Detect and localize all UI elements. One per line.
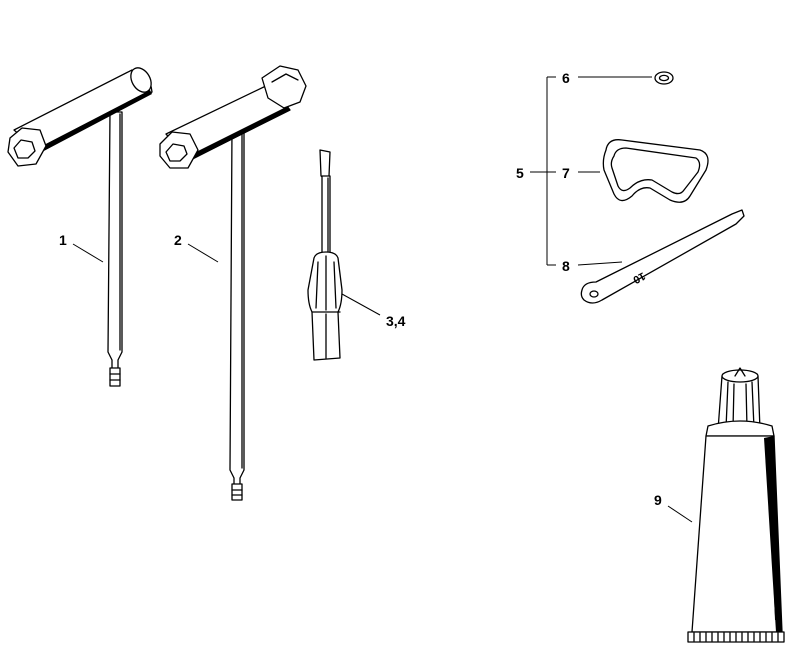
callout-5: 5: [516, 165, 524, 181]
callout-3-4: 3,4: [386, 313, 406, 329]
flat-wrench-icon: 10: [580, 209, 745, 304]
t-wrench-short-icon: [7, 67, 153, 387]
callout-9: 9: [654, 492, 662, 508]
callout-1: 1: [59, 232, 67, 248]
leader-lines: [72, 76, 693, 523]
callout-8: 8: [562, 258, 570, 274]
gasket-icon: [602, 139, 709, 203]
screwdriver-icon: [307, 149, 343, 361]
wrench-marking: 10: [631, 269, 647, 285]
grease-tube-icon: [687, 367, 785, 643]
callout-6: 6: [562, 70, 570, 86]
kit-bracket: [530, 76, 556, 266]
callout-7: 7: [562, 165, 570, 181]
washer-icon: [654, 71, 674, 85]
callout-2: 2: [174, 232, 182, 248]
t-wrench-long-icon: [159, 65, 307, 501]
